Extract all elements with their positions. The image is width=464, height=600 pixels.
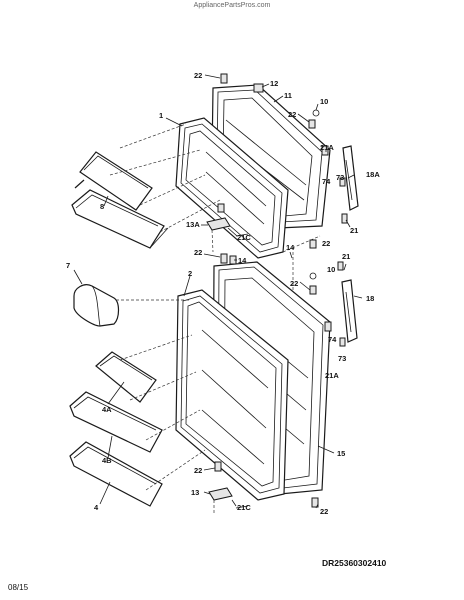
freezer-hinge[interactable] [206, 217, 231, 231]
callout-22: 22 [320, 507, 328, 516]
callout-14: 14 [286, 243, 295, 252]
revision-date: 08/15 [8, 583, 29, 592]
screw-icon [220, 253, 228, 264]
callout-1: 1 [159, 111, 163, 120]
callout-22: 22 [194, 466, 202, 475]
fresh-food-hinge[interactable] [208, 487, 233, 501]
callout-18: 18 [366, 294, 374, 303]
callout-73: 73 [338, 354, 346, 363]
callout-73: 73 [336, 173, 344, 182]
screw-icon [217, 203, 225, 213]
callout-2: 2 [188, 269, 192, 278]
freezer-door-shelves[interactable] [71, 151, 169, 249]
callout-21C: 21C [237, 503, 251, 512]
callout-14: 14 [238, 256, 247, 265]
callout-8: 8 [100, 202, 104, 211]
callout-4B: 4B [102, 456, 112, 465]
plug-icon [309, 272, 317, 280]
callout-10: 10 [327, 265, 335, 274]
callout-21A: 21A [320, 143, 334, 152]
fresh-food-door-gasket[interactable] [175, 289, 289, 501]
plug-icon [312, 109, 320, 117]
callout-21C: 21C [237, 233, 251, 242]
callout-18A: 18A [366, 170, 380, 179]
screw-icon [309, 285, 317, 295]
fresh-food-door-shelves[interactable] [69, 351, 163, 507]
screw-icon [341, 213, 348, 224]
assembly-leader-lines [109, 123, 321, 300]
screw-icon [309, 239, 317, 249]
callout-11: 11 [284, 91, 292, 100]
clip-icon [339, 177, 346, 187]
clip-icon [339, 337, 346, 347]
callout-7: 7 [66, 261, 70, 270]
freezer-handle[interactable] [342, 145, 359, 211]
callout-21A: 21A [325, 371, 339, 380]
callout-leaders [73, 74, 363, 509]
fresh-food-handle[interactable] [341, 279, 358, 343]
clip-icon [321, 145, 329, 156]
callout-21: 21 [350, 226, 358, 235]
clip-icon [337, 261, 344, 271]
screw-icon [308, 119, 316, 129]
callout-22: 22 [290, 279, 298, 288]
callout-74: 74 [322, 177, 331, 186]
callout-labels: 22 12 11 10 22 1 21A 74 73 18A 8 13A 21C… [66, 71, 380, 516]
callout-74: 74 [328, 335, 337, 344]
callout-13: 13 [191, 488, 199, 497]
document-number: DR25360302410 [322, 558, 387, 568]
dairy-door[interactable] [73, 284, 120, 327]
callout-10: 10 [320, 97, 328, 106]
callout-21: 21 [342, 252, 350, 261]
callout-22: 22 [194, 71, 202, 80]
callout-22: 22 [288, 110, 296, 119]
callout-13A: 13A [186, 220, 200, 229]
callout-4: 4 [94, 503, 99, 512]
screw-icon [214, 461, 222, 472]
callout-12: 12 [270, 79, 278, 88]
callout-22: 22 [194, 248, 202, 257]
clip-icon [324, 321, 332, 332]
assembly-leader-lines-lower [116, 299, 215, 515]
watermark: AppliancePartsPros.com [193, 2, 271, 9]
screw-icon [220, 73, 228, 84]
hinge-cover-icon[interactable] [253, 83, 264, 93]
fresh-food-door-assembly [175, 239, 358, 509]
callout-4A: 4A [102, 405, 112, 414]
freezer-door-assembly [175, 73, 359, 259]
callout-15: 15 [337, 449, 345, 458]
screw-icon [311, 497, 319, 508]
callout-22: 22 [322, 239, 330, 248]
